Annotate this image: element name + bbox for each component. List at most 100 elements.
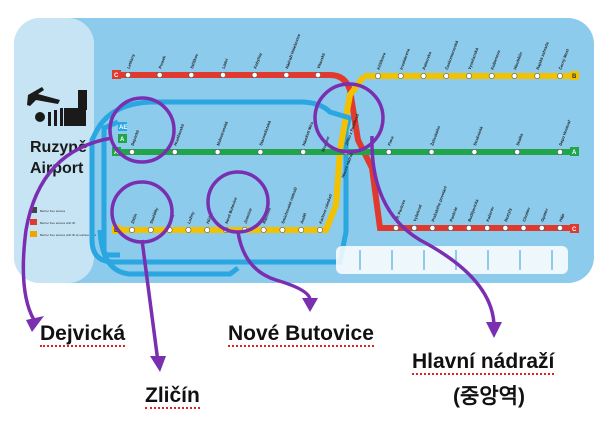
callout-dejvicka-text: Dejvická xyxy=(40,322,126,347)
svg-text:B: B xyxy=(114,228,119,234)
callout-hlavni-korean: (중앙역) xyxy=(453,380,525,410)
station-dot xyxy=(465,225,472,231)
station-label: Skalka xyxy=(515,132,524,146)
station-dot xyxy=(156,72,163,78)
station-dot xyxy=(214,149,221,155)
station-label: Želivského xyxy=(429,125,441,147)
svg-text:A: A xyxy=(120,137,125,143)
station-dot xyxy=(488,73,495,79)
station-label: Háje xyxy=(558,212,566,222)
station-dot xyxy=(443,73,450,79)
station-dot xyxy=(188,72,195,78)
station-label: Dejvická xyxy=(130,129,141,147)
svg-text:Barrier free access with lift: Barrier free access with lift at surface… xyxy=(40,233,97,237)
airport-icon xyxy=(27,87,87,126)
svg-text:B: B xyxy=(572,74,577,80)
callout-hlavni-nadrazi: Hlavní nádraží xyxy=(412,350,555,375)
station-dot xyxy=(171,149,178,155)
callout-nove-butovice: Nové Butovice xyxy=(228,322,374,347)
station-dot xyxy=(397,73,404,79)
station-dot xyxy=(204,227,211,233)
callout-zlicin: Zličín xyxy=(145,384,200,409)
station-label: Jinonice xyxy=(243,207,254,225)
station-dot xyxy=(251,72,258,78)
station-label: Vltavská xyxy=(316,52,327,70)
station-dot xyxy=(557,149,563,155)
station-label: Prosek xyxy=(157,54,167,69)
station-dot xyxy=(511,73,518,79)
station-label: Letňany xyxy=(126,52,136,69)
station-dot xyxy=(279,227,286,233)
station-dot xyxy=(538,225,545,231)
station-label: Kačerov xyxy=(485,205,495,222)
station-dot xyxy=(484,225,491,231)
svg-text:AE: AE xyxy=(119,125,127,131)
station-label: Lužiny xyxy=(186,210,195,224)
callout-arrows xyxy=(21,135,496,363)
station-label: Opatov xyxy=(540,207,550,222)
station-label: Kolbenova xyxy=(489,49,501,71)
station-dot xyxy=(471,149,478,155)
station-label: Hloubětín xyxy=(512,51,523,71)
station-dot xyxy=(129,149,135,155)
station-dot xyxy=(534,73,541,79)
station-dot xyxy=(147,227,154,233)
station-dot xyxy=(466,73,472,79)
callout-hlavni-nadrazi-text: Hlavní nádraží xyxy=(412,350,555,375)
highlight-hlavni-nadrazi xyxy=(313,82,385,154)
highlight-dejvicka xyxy=(108,96,176,164)
svg-text:Barrier free access with lift: Barrier free access with lift xyxy=(40,221,75,225)
station-label: Vyšehrad xyxy=(412,203,423,222)
station-dot xyxy=(520,225,527,231)
airport-title-line2: Airport xyxy=(30,160,84,177)
station-dot xyxy=(393,225,399,231)
station-dot xyxy=(315,72,321,78)
svg-text:C: C xyxy=(114,73,119,79)
station-dot xyxy=(260,227,267,233)
airport-line-badges: AE A xyxy=(118,122,127,143)
station-dot xyxy=(502,225,509,231)
station-label: Flora xyxy=(387,135,395,147)
station-label: Křižíkova xyxy=(376,51,387,70)
station-dot xyxy=(429,225,436,231)
station-dot xyxy=(298,227,305,233)
station-label: Roztyly xyxy=(503,207,513,223)
station-dot xyxy=(428,149,435,155)
callout-nove-butovice-text: Nové Butovice xyxy=(228,322,374,347)
station-dot xyxy=(447,225,454,231)
station-label: Anděl xyxy=(299,212,308,224)
station-dot xyxy=(411,225,418,231)
station-dot xyxy=(420,73,427,79)
svg-text:C: C xyxy=(572,227,577,233)
station-dot xyxy=(300,149,307,155)
station-dot xyxy=(317,227,323,233)
station-dot xyxy=(514,149,521,155)
station-label: Chodov xyxy=(521,206,531,222)
station-dot xyxy=(557,225,563,231)
station-dot xyxy=(125,72,131,78)
svg-text:A: A xyxy=(572,150,577,156)
station-label: Ládví xyxy=(221,57,230,69)
station-label: Palmovka xyxy=(421,50,432,70)
callout-dejvicka: Dejvická xyxy=(40,322,126,347)
station-label: Strašnická xyxy=(472,125,484,146)
callout-zlicin-text: Zličín xyxy=(145,384,200,409)
station-dot xyxy=(375,73,381,79)
station-dot xyxy=(129,227,135,233)
station-dot xyxy=(185,227,192,233)
station-label: Hůrka xyxy=(205,211,214,224)
station-dot xyxy=(283,72,290,78)
station-label: Střížkov xyxy=(189,52,199,69)
station-dot xyxy=(385,149,392,155)
station-dot xyxy=(257,149,264,155)
station-label: Kobylisy xyxy=(252,51,263,69)
station-dot xyxy=(557,73,563,79)
station-label: Stodůlky xyxy=(149,206,160,224)
station-dot xyxy=(220,72,226,78)
svg-text:A: A xyxy=(114,150,119,156)
map-legend: Barrier free access Barrier free access … xyxy=(30,207,97,237)
station-label: Zličín xyxy=(130,212,138,224)
svg-text:Barrier free access: Barrier free access xyxy=(40,209,66,213)
callout-hlavni-korean-text: (중앙역) xyxy=(453,385,525,408)
